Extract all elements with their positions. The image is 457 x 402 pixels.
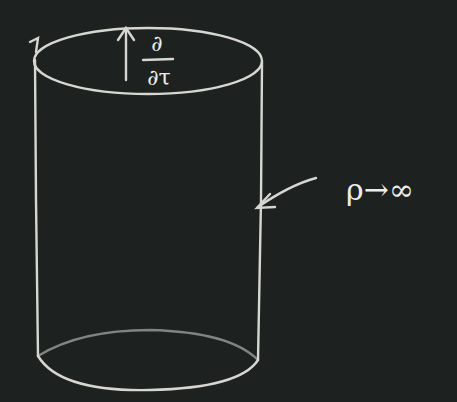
cylinder-top <box>34 28 262 94</box>
cylinder-left-side <box>35 60 38 356</box>
up-arrow-head <box>118 28 134 40</box>
fraction-denominator: ∂τ <box>147 67 171 89</box>
cylinder-bottom-back <box>38 330 258 360</box>
boundary-label: ρ→∞ <box>346 175 414 205</box>
fraction-numerator: ∂ <box>151 33 162 55</box>
leader-arrowhead <box>257 194 275 208</box>
leader-line <box>258 178 316 207</box>
fraction-bar <box>143 59 173 60</box>
up-arrow-shaft <box>125 30 127 80</box>
cylinder-bottom-front <box>38 356 258 390</box>
cylinder-right-side <box>258 62 262 360</box>
chalk-tick <box>30 38 38 52</box>
